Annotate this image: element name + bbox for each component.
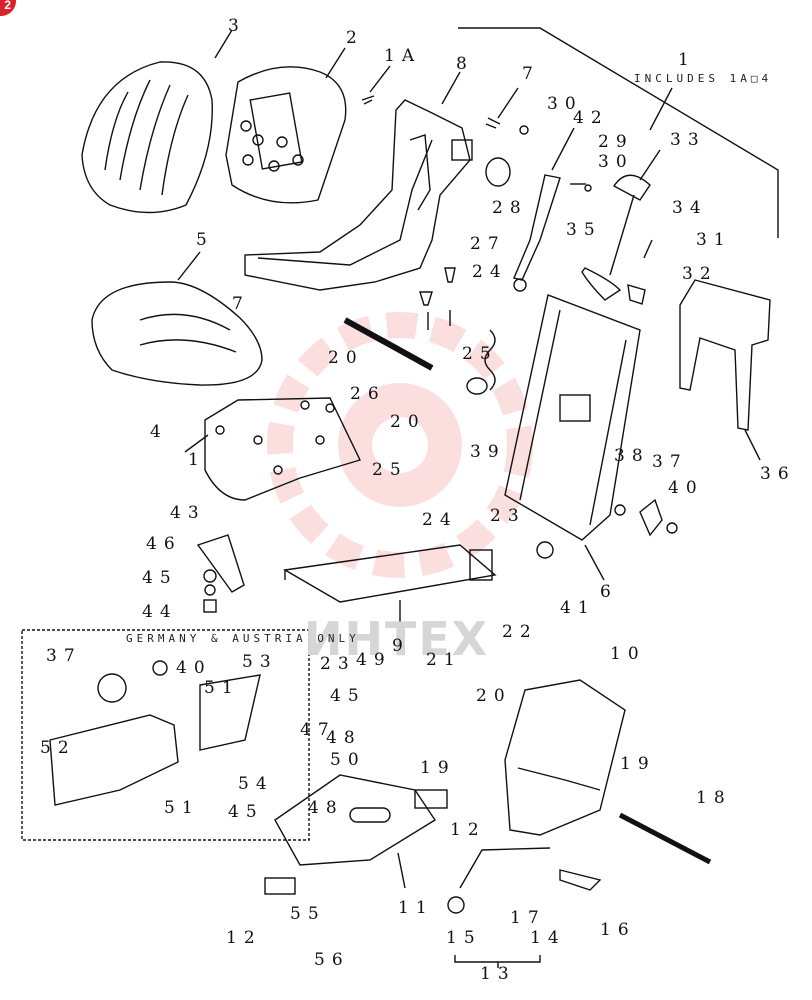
includes-note: INCLUDES 1A□4: [634, 72, 773, 85]
callout-33: 33: [670, 130, 706, 150]
callout-47: 47: [300, 720, 336, 740]
callout-12-left: 12: [226, 928, 262, 948]
callout-30-mid: 30: [598, 152, 634, 172]
callout-28: 28: [492, 198, 528, 218]
callout-52: 52: [40, 738, 76, 758]
base-plate-part: [274, 774, 436, 866]
callout-48-bottom: 48: [308, 798, 344, 818]
callout-55: 55: [290, 904, 326, 924]
callout-16: 16: [600, 920, 636, 940]
callout-25-top: 25: [462, 344, 498, 364]
scissor-frame-part: [282, 544, 497, 603]
callout-45-left: 45: [142, 568, 178, 588]
back-cushion-part: [81, 61, 213, 214]
callout-29: 29: [598, 132, 634, 152]
callout-40-box: 40: [176, 658, 212, 678]
callout-32: 32: [682, 264, 718, 284]
callout-26: 26: [350, 384, 386, 404]
callout-20-left: 20: [328, 348, 364, 368]
callout-45-bottom: 45: [228, 802, 264, 822]
callout-24-mid: 24: [422, 510, 458, 530]
callout-54: 54: [238, 774, 274, 794]
gas-spring-part: [513, 174, 561, 281]
callout-51-top: 51: [204, 678, 240, 698]
callout-7-top: 7: [522, 64, 540, 84]
callout-23-right: 23: [490, 506, 526, 526]
callout-14: 14: [530, 928, 566, 948]
callout-41: 41: [560, 598, 596, 618]
callout-45-mid: 45: [330, 686, 366, 706]
support-bracket-part: [679, 279, 771, 431]
callout-11: 11: [398, 898, 434, 918]
callout-1-left: 1: [188, 450, 206, 470]
callout-25-mid: 25: [372, 460, 408, 480]
callout-13: 13: [480, 964, 516, 984]
callout-51-bottom: 51: [164, 798, 200, 818]
callout-42: 42: [573, 108, 609, 128]
callout-5: 5: [196, 230, 214, 250]
callout-38: 38: [614, 446, 650, 466]
callout-4: 4: [150, 422, 168, 442]
callout-37-box: 37: [46, 646, 82, 666]
callout-17: 17: [510, 908, 546, 928]
callout-31: 31: [696, 230, 732, 250]
callout-35: 35: [566, 220, 602, 240]
callout-19-right: 19: [620, 754, 656, 774]
callout-48-top: 48: [326, 728, 362, 748]
callout-39: 39: [470, 442, 506, 462]
column-part: [504, 294, 641, 541]
watermark-logo: [267, 312, 533, 578]
callout-24-top: 24: [472, 262, 508, 282]
callout-21: 21: [426, 650, 462, 670]
callout-22: 22: [502, 622, 538, 642]
callout-3: 3: [228, 16, 246, 36]
callout-50: 50: [330, 750, 366, 770]
seat-pan-part: [204, 397, 361, 501]
callout-12-right: 12: [450, 820, 486, 840]
callout-49: 49: [356, 650, 392, 670]
callout-15: 15: [446, 928, 482, 948]
callout-18: 18: [696, 788, 732, 808]
callout-10: 10: [610, 644, 646, 664]
seat-frame-part: [244, 99, 471, 291]
callout-43: 43: [170, 503, 206, 523]
callout-23-left: 23: [320, 654, 356, 674]
callout-7-left: 7: [232, 294, 250, 314]
seat-cushion-part: [91, 281, 263, 386]
callout-6: 6: [600, 582, 618, 602]
callout-2: 2: [346, 28, 364, 48]
callout-30-top: 30: [547, 94, 583, 114]
callout-34: 34: [672, 198, 708, 218]
callout-19-left: 19: [420, 758, 456, 778]
callout-37-right: 37: [652, 452, 688, 472]
callout-40-right: 40: [668, 478, 704, 498]
callout-44: 44: [142, 602, 178, 622]
callout-46: 46: [146, 534, 182, 554]
callout-1: 1: [678, 50, 696, 70]
watermark-text: ИНТЕХ: [304, 612, 490, 666]
rear-bracket-part: [504, 679, 626, 836]
region-note: GERMANY & AUSTRIA ONLY: [126, 632, 360, 645]
callout-53: 53: [242, 652, 278, 672]
callout-27: 27: [470, 234, 506, 254]
callout-20-right: 20: [476, 686, 512, 706]
callout-9: 9: [392, 636, 410, 656]
callout-1a: 1A: [384, 46, 422, 66]
callout-20-mid: 20: [390, 412, 426, 432]
callout-36: 36: [760, 464, 796, 484]
callout-56: 56: [314, 950, 350, 970]
callout-8: 8: [456, 54, 474, 74]
back-plate-part: [225, 66, 347, 204]
